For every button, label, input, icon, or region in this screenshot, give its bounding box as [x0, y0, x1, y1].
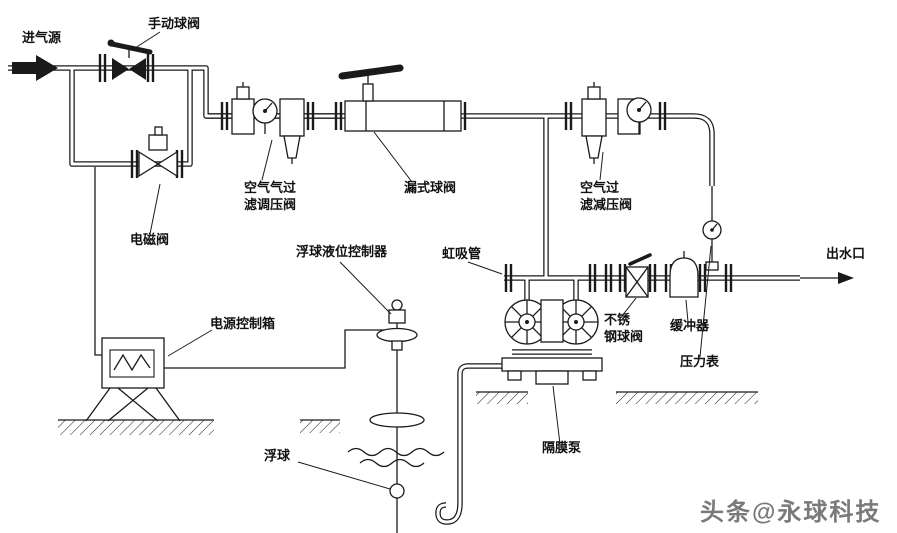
label-stainless-ball-valve: 不锈 钢球阀 — [604, 312, 643, 346]
air-filter-reducer — [581, 82, 652, 164]
label-pressure-gauge: 压力表 — [680, 354, 720, 369]
air-filter-regulator — [231, 82, 305, 164]
label-water-outlet: 出水口 — [826, 246, 866, 261]
label-air-filter-regulator-line2: 滤调压阀 — [244, 196, 297, 212]
label-buffer: 缓冲器 — [670, 318, 710, 333]
center-ball-valve — [338, 64, 462, 132]
label-air-filter-regulator: 空气气过 滤调压阀 — [244, 180, 296, 214]
solenoid-valve — [138, 126, 178, 178]
label-center-ball-valve: 漏式球阀 — [404, 180, 457, 195]
control-wires — [94, 167, 389, 369]
label-diaphragm-pump: 隔膜泵 — [542, 440, 582, 455]
label-air-filter-reducer-line1: 空气过 — [580, 180, 620, 195]
label-siphon-tube: 虹吸管 — [442, 246, 482, 261]
label-power-control-box: 电源控制箱 — [210, 316, 276, 331]
stainless-steel-ball-valve — [625, 253, 652, 298]
label-stainless-ball-valve-line1: 不锈 — [604, 312, 631, 327]
pressure-gauge — [702, 186, 722, 271]
label-float-ball: 浮球 — [264, 448, 291, 463]
label-air-filter-regulator-line1: 空气气过 — [244, 180, 297, 195]
leader-lines — [131, 31, 712, 490]
ground-hatching — [58, 391, 758, 435]
manual-ball-valve — [107, 39, 153, 80]
pipe-flanges — [98, 54, 733, 292]
label-stainless-ball-valve-line2: 钢球阀 — [604, 328, 644, 344]
watermark: 头条@永球科技 — [700, 499, 882, 526]
water-waves — [347, 447, 445, 468]
float-ball — [389, 483, 405, 499]
label-air-filter-reducer: 空气过 滤减压阀 — [580, 180, 632, 214]
label-solenoid-valve: 电磁阀 — [130, 232, 170, 247]
air-inlet-arrow — [12, 55, 58, 81]
label-air-filter-reducer-line2: 滤减压阀 — [580, 196, 633, 212]
float-level-controller — [369, 299, 425, 533]
water-outlet-arrow — [800, 272, 854, 284]
label-manual-ball-valve: 手动球阀 — [148, 16, 201, 31]
label-float-level-controller: 浮球液位控制器 — [296, 244, 388, 259]
diaphragm-pump — [501, 299, 603, 385]
buffer-damper — [669, 251, 699, 298]
label-air-source: 进气源 — [22, 30, 62, 45]
power-control-box — [85, 337, 181, 422]
